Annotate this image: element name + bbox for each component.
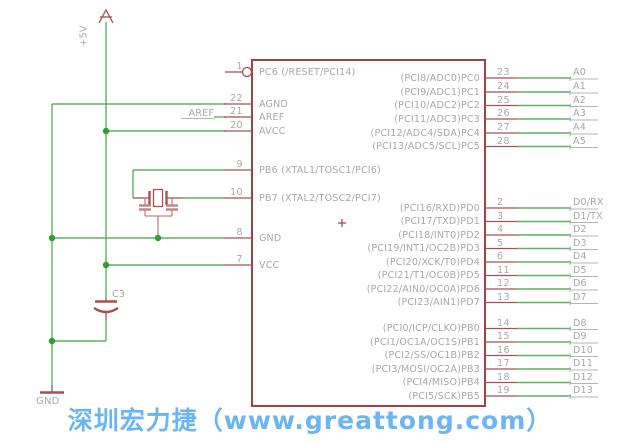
pin-name: (PCI19/INT1/OC2B)PD3 (367, 243, 480, 254)
net-label: A5 (573, 135, 586, 147)
pin-number: 4 (497, 224, 504, 235)
pin-number: 10 (230, 187, 243, 198)
crystal-load-caps (139, 198, 178, 237)
net-label: D4 (573, 251, 587, 262)
pin-name: AVCC (259, 125, 286, 137)
ic-origin-cross (338, 219, 346, 227)
pin-name: (PCI11/ADC3)PC3 (394, 113, 480, 125)
symbol-strokes (40, 8, 346, 394)
pin-number: 7 (236, 254, 243, 265)
pin-name: (PCI22/AIN0/OC0A)PD6 (366, 283, 480, 295)
pin-number: 11 (497, 264, 510, 276)
capacitor-c3-symbol (93, 298, 119, 320)
gnd-label: GND (36, 396, 60, 407)
pin-number: 22 (230, 93, 243, 104)
net-label: A2 (573, 94, 586, 106)
pin-name: (PCI0/ICP/CLKO)PB0 (382, 323, 480, 334)
pin-number: 5 (497, 237, 504, 249)
pin-name: PB6 (XTAL1/TOSC1/PCI6) (259, 164, 381, 176)
generated-pin-wires (224, 76, 598, 399)
net-label: D5 (573, 264, 587, 276)
pin-name: (PCI18/INT0)PD2 (398, 229, 480, 241)
pin-number: 18 (497, 371, 510, 383)
pin-name: GND (259, 232, 282, 244)
net-label: A0 (573, 67, 586, 78)
pin-number: 13 (497, 291, 510, 303)
vcc-symbol (98, 8, 114, 24)
pin-name: (PCI4/MISO)PB4 (402, 377, 480, 388)
net-label: D1/TX (573, 210, 603, 222)
pin-number: 27 (497, 122, 510, 133)
pin-number: 3 (497, 210, 504, 222)
pin-name: (PCI17/TXD)PD1 (400, 216, 480, 227)
pin-number: 25 (497, 94, 510, 106)
net-wires (51, 22, 226, 385)
pin-name: (PCI9/ADC1)PC1 (400, 86, 480, 98)
net-label: D13 (573, 385, 594, 396)
pin-number: 8 (236, 227, 243, 238)
pin-name: (PCI8/ADC0)PC0 (400, 72, 480, 84)
supply-label: +5V (78, 25, 90, 47)
pin-name: (PCI20/XCK/T0)PD4 (385, 256, 480, 268)
pin-name: (PCI5/SCK)PB5 (408, 390, 480, 402)
watermark-text: 深圳宏力捷（www.greattong.com） (67, 406, 553, 435)
net-label: A4 (573, 122, 586, 133)
pin-number: 28 (497, 135, 510, 147)
net-label: D10 (573, 344, 594, 356)
pin-number: 12 (497, 278, 510, 289)
junction-dots (48, 127, 162, 345)
net-label: D12 (573, 371, 594, 383)
net-label: D8 (573, 317, 587, 329)
pin-name: PC6 (/RESET/PCI14) (259, 66, 356, 78)
pin-name: (PCI13/ADC5/SCL)PC5 (372, 141, 480, 152)
net-label: D7 (573, 291, 587, 303)
net-label: D3 (573, 237, 587, 249)
ic-outline (251, 59, 486, 407)
pin-number: 21 (230, 106, 243, 117)
pin-number: 15 (497, 331, 510, 342)
pin-number: 2 (497, 197, 504, 208)
pin-number: 16 (497, 344, 510, 356)
pin-name: (PCI10/ADC2)PC2 (394, 100, 480, 111)
crystal-symbol (133, 188, 182, 208)
pin-number: 26 (497, 108, 510, 119)
pin-number: 1 (236, 61, 243, 72)
pin-number: 17 (497, 358, 510, 369)
pin-name: (PCI23/AIN1)PD7 (397, 297, 480, 308)
pin-name: (PCI2/SS/OC1B)PB2 (384, 350, 480, 361)
net-label: D0/RX (573, 197, 604, 208)
pin-number: 14 (497, 317, 510, 329)
gnd-symbol (40, 385, 64, 394)
net-label: D6 (573, 278, 587, 289)
pin-number: 24 (497, 81, 510, 92)
net-label: A1 (573, 81, 586, 92)
pin-number: 9 (236, 159, 243, 170)
pin-name: (PCI3/MOSI/OC2A)PB3 (371, 363, 480, 375)
net-label: D9 (573, 331, 587, 342)
pin-number: 6 (497, 251, 504, 262)
net-label: D2 (573, 224, 587, 235)
reset-pin-stub (225, 66, 253, 78)
pin-name: (PCI12/ADC4/SDA)PC4 (370, 127, 480, 139)
pin-name: (PCI1/OC1A/OC1S)PB1 (370, 336, 480, 348)
pin-name: VCC (259, 259, 280, 271)
pin-name: AREF (259, 111, 285, 123)
pin-name: PB7 (XTAL2/TOSC2/PCI7) (259, 192, 381, 204)
pin-number: 19 (497, 385, 510, 396)
pin-name: AGND (259, 98, 288, 110)
capacitor-ref-label: C3 (112, 289, 126, 300)
aref-net-label: AREF (188, 108, 214, 119)
pin-name: (PCI21/T1/OC0B)PD5 (377, 270, 480, 281)
net-label: D11 (573, 358, 594, 369)
pin-number: 23 (497, 67, 510, 78)
pin-number: 20 (230, 120, 243, 131)
net-label: A3 (573, 108, 586, 119)
pin-name: (PCI16/RXD)PD0 (399, 202, 480, 214)
